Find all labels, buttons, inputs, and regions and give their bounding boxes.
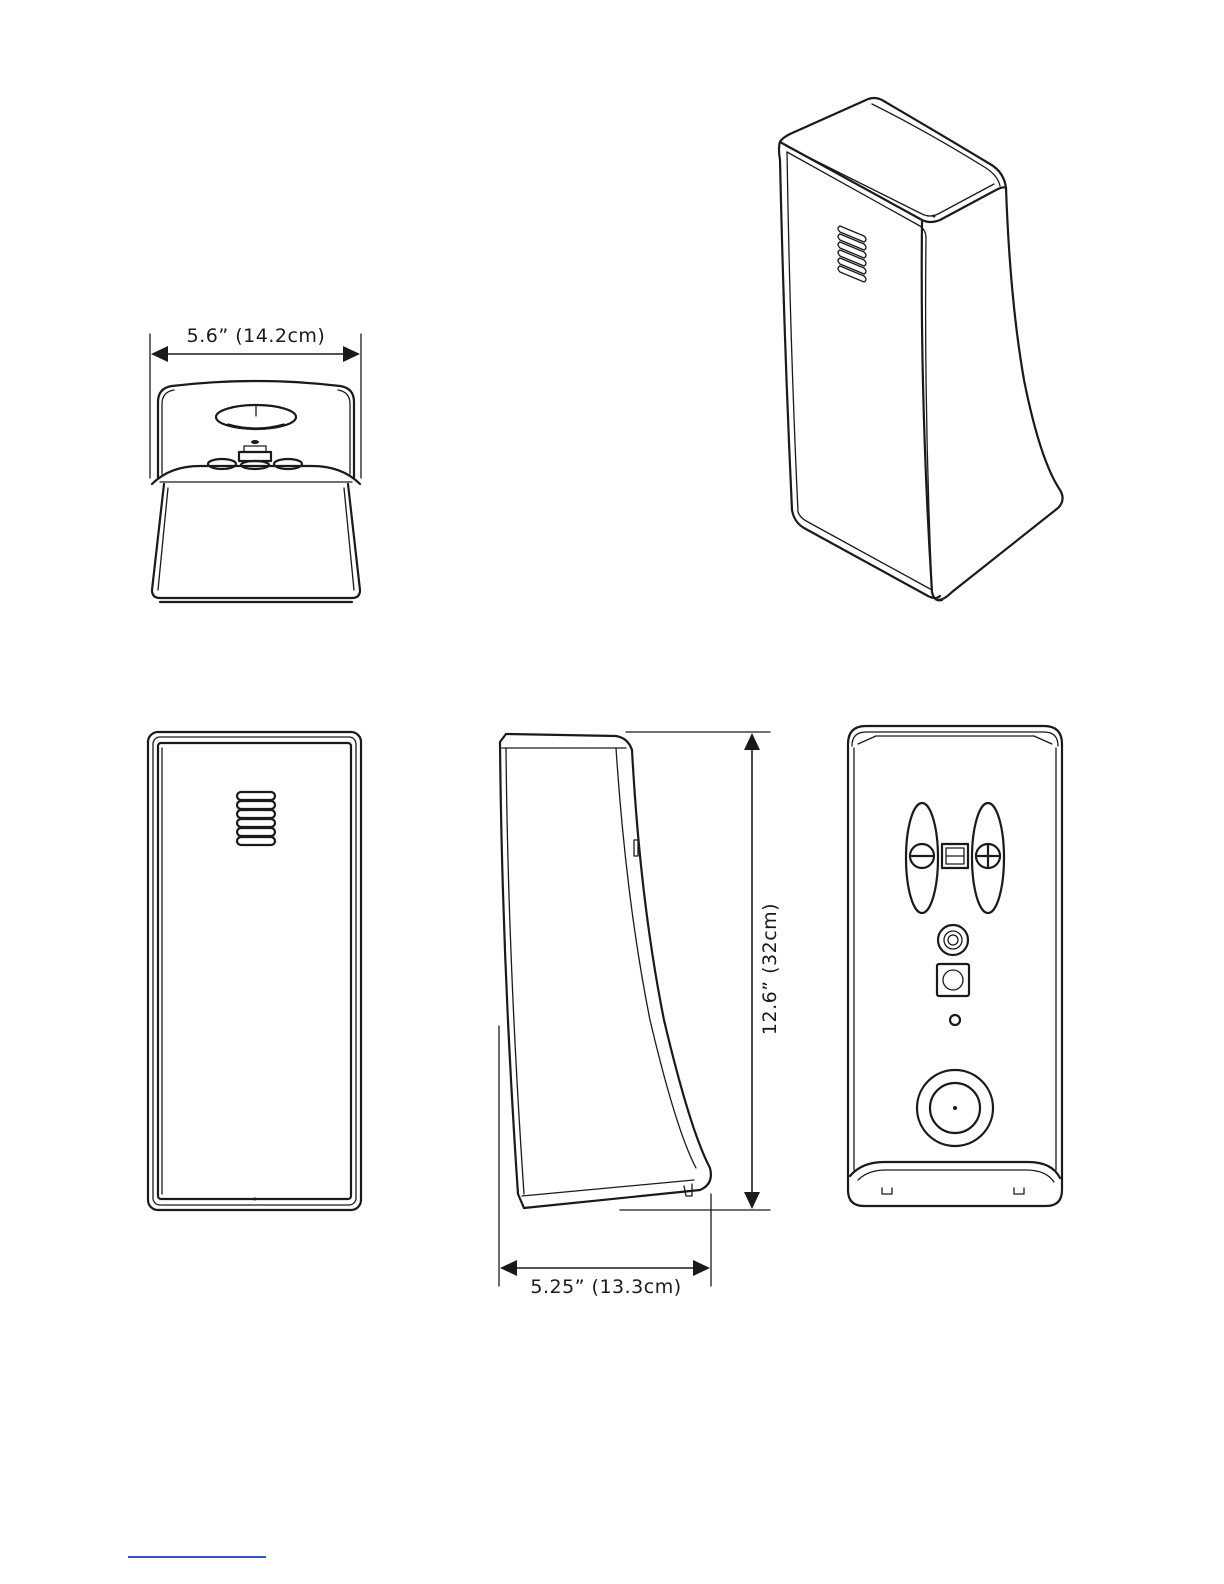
depth-dimension: 5.25” (13.3cm): [499, 1026, 711, 1298]
speaker-terminals: [906, 803, 1004, 913]
isometric-view: [779, 98, 1063, 600]
bass-port: [917, 1070, 993, 1146]
iso-vent-slots: [838, 226, 866, 282]
width-dimension-label: 5.6” (14.2cm): [187, 325, 326, 347]
back-view: [848, 726, 1062, 1206]
side-view: 12.6” (32cm) 5.25” (13.3cm): [499, 732, 781, 1298]
input-jacks: [937, 925, 969, 1025]
depth-dimension-label: 5.25” (13.3cm): [530, 1276, 681, 1298]
front-view: [148, 732, 361, 1210]
width-dimension: 5.6” (14.2cm): [150, 325, 361, 478]
height-dimension-label: 12.6” (32cm): [759, 903, 781, 1035]
footer-rule: [128, 1556, 266, 1558]
height-dimension: 12.6” (32cm): [620, 732, 781, 1210]
front-vent-slots: [237, 792, 275, 845]
top-view: 5.6” (14.2cm): [150, 325, 361, 602]
